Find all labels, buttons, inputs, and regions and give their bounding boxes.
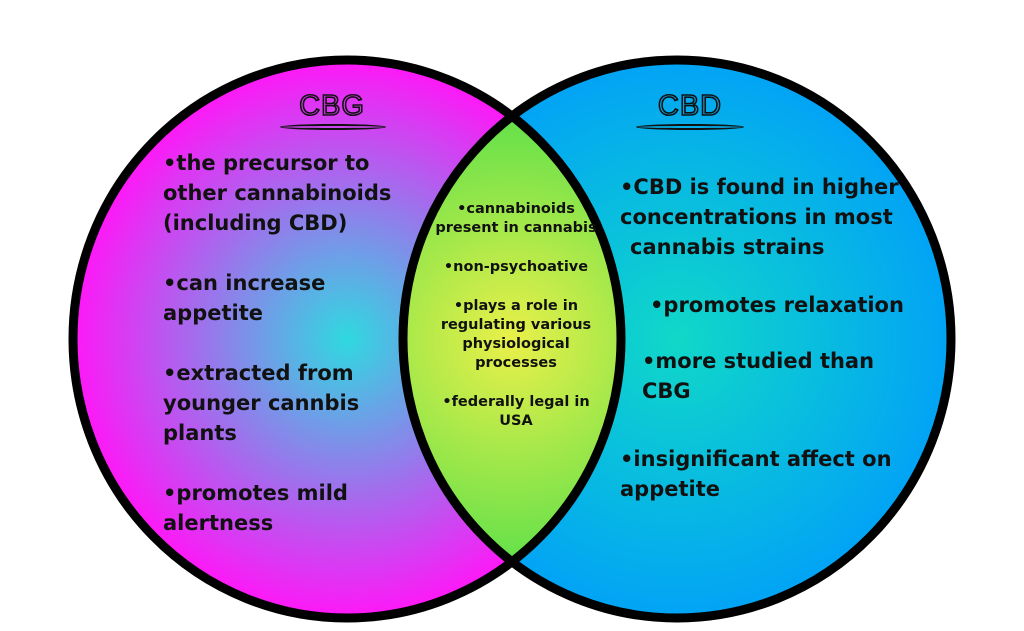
cbd-title-underline [636,124,744,130]
overlap-item: •non-psychoative [443,259,589,275]
cbg-circle-outline [68,55,626,623]
overlap-region [403,60,621,618]
cbd-circle-outline [398,55,956,623]
cbg-title-underline [280,124,386,130]
cbg-title: CBG [298,89,365,123]
cbd-title: CBD [657,89,723,123]
cbd-item: •promotes relaxation [650,293,904,317]
